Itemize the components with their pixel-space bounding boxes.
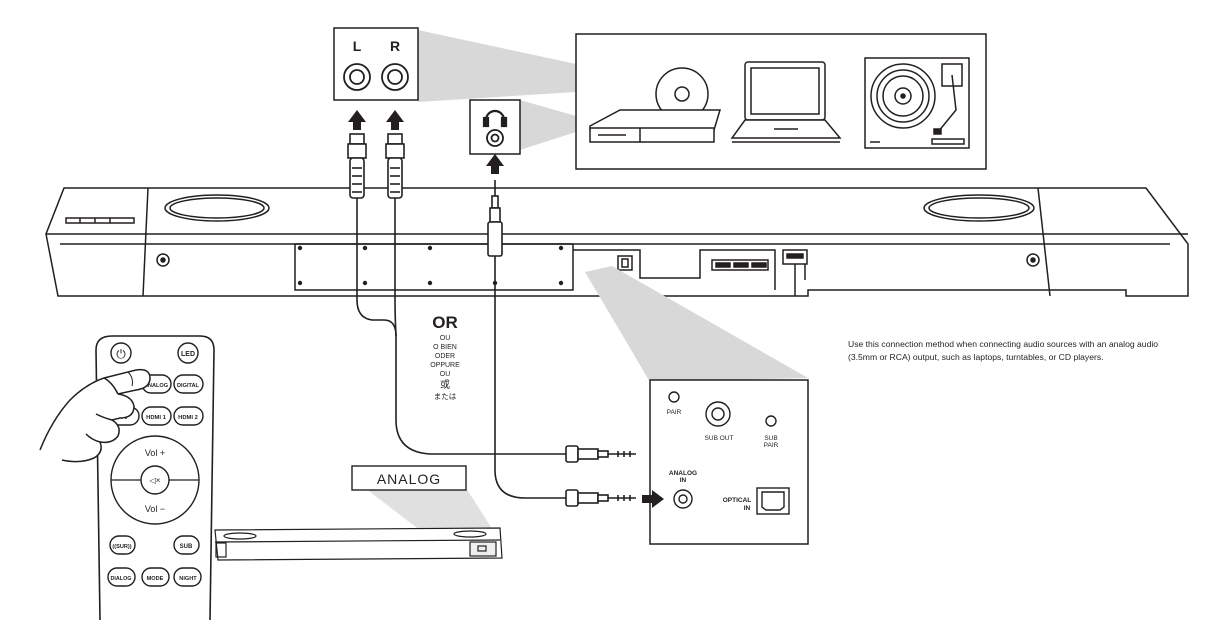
night-label: NIGHT <box>179 576 197 582</box>
sub-pair-label-line1: SUB <box>764 435 777 442</box>
cd-player-icon <box>589 67 722 143</box>
dialog-label: DIALOG <box>111 576 132 582</box>
digital-label: DIGITAL <box>177 383 200 389</box>
or-title: OR <box>432 313 458 332</box>
analog-mode-display <box>351 465 467 491</box>
analog-in-jack <box>673 489 693 509</box>
rear-panel-box <box>649 379 809 545</box>
sub-pair-button <box>765 415 777 427</box>
or-translation: OU <box>440 371 451 378</box>
arrow-right-icon <box>642 490 664 508</box>
or-translation: OPPURE <box>430 362 460 369</box>
vol-down-label: Vol − <box>145 504 165 514</box>
sub-out-jack-inner <box>711 407 725 421</box>
or-translation: または <box>434 392 457 401</box>
analog-label: ANALOG <box>144 383 168 389</box>
rca-right-jack <box>381 63 409 91</box>
analog-in-jack-inner <box>678 494 688 504</box>
rca-input-box: L R <box>333 27 419 101</box>
power-button[interactable] <box>110 342 132 364</box>
analog-mode-label: ANALOG <box>377 471 441 487</box>
callout-beam <box>365 488 498 538</box>
rca-left-jack <box>343 63 371 91</box>
mute-icon: ◁× <box>149 476 161 485</box>
hand-icon <box>39 368 151 463</box>
optical-in-label-line2: IN <box>744 505 751 512</box>
sub-label: SUB <box>180 544 193 550</box>
surr-button[interactable] <box>109 535 136 555</box>
laptop-icon <box>730 61 842 143</box>
sub-out-jack <box>705 401 731 427</box>
rca-cable <box>347 133 636 463</box>
instruction-text: Use this connection method when connecti… <box>848 339 1159 362</box>
hdmi2-button[interactable] <box>173 406 204 426</box>
analog-in-label-line1: ANALOG <box>669 470 697 477</box>
soundbar-rear <box>45 187 1189 297</box>
insert-arrows <box>348 110 504 174</box>
callout-beam <box>585 266 808 382</box>
soundbar-front: ANALOG <box>214 465 503 561</box>
surr-label: ((SUR)) <box>112 544 131 550</box>
or-translation: OU <box>440 335 451 342</box>
hdmi2-label: HDMI 2 <box>178 415 198 421</box>
turntable-icon <box>864 57 970 149</box>
pair-button <box>668 391 680 403</box>
vol-up-label: Vol + <box>145 448 165 458</box>
rear-panel-zoom: PAIR SUB OUT SUB PAIR ANALOG IN OPTICAL … <box>585 266 809 545</box>
or-translation: O BIEN <box>433 344 457 351</box>
optical-in-label-line1: OPTICAL <box>723 497 752 504</box>
led-label: LED <box>181 351 195 358</box>
callout-beam <box>418 30 576 102</box>
remote-control: ⏻ LED ANALOG DIGITAL TV HDMI 1 HDMI 2 Vo… <box>39 335 215 620</box>
digital-button[interactable] <box>173 374 204 394</box>
sub-out-label: SUB OUT <box>705 435 734 442</box>
or-translation: 或 <box>440 379 450 391</box>
arrow-up-icon <box>386 110 404 130</box>
hdmi1-label: HDMI 1 <box>146 415 166 421</box>
arrow-up-icon <box>486 154 504 174</box>
dialog-button[interactable] <box>107 567 136 587</box>
analog-in-label-line2: IN <box>680 477 687 484</box>
sub-pair-label-line2: PAIR <box>764 442 779 449</box>
headphone-input-box <box>469 99 521 155</box>
aux-cable <box>487 180 636 507</box>
optical-in-port <box>756 487 790 515</box>
headphone-icon <box>482 109 508 128</box>
arrow-up-icon <box>348 110 366 130</box>
source-devices-panel <box>418 30 987 170</box>
source-devices-box <box>575 33 987 170</box>
rca-left-label: L <box>353 38 362 54</box>
callout-beam <box>520 100 576 150</box>
or-label-block: OR OU O BIEN ODER OPPURE OU 或 または <box>430 313 460 401</box>
mode-button[interactable] <box>141 567 170 587</box>
hdmi1-button[interactable] <box>141 406 172 426</box>
mode-label: MODE <box>147 576 164 582</box>
led-button[interactable] <box>177 342 199 364</box>
pair-label: PAIR <box>667 409 682 416</box>
power-icon: ⏻ <box>116 347 126 361</box>
or-translation: ODER <box>435 353 455 360</box>
sub-button[interactable] <box>173 535 200 555</box>
aux-jack <box>486 129 504 147</box>
rca-right-label: R <box>390 38 400 54</box>
night-button[interactable] <box>173 567 202 587</box>
